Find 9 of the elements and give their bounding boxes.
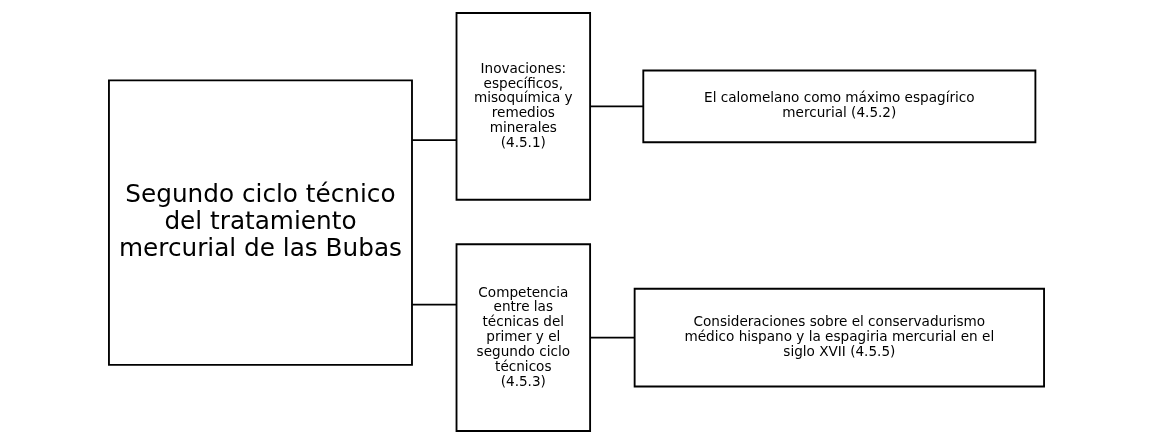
node-box: Competencia entre las técnicas del primer y el segundo ciclo técnicos (4.5.3) (455, 243, 591, 432)
node-box: Segundo ciclo técnico del tratamiento mercurial de las Bubas (107, 79, 413, 366)
node-box: Inovaciones: específicos, misoquímica y remedios minerales (4.5.1) (455, 12, 591, 201)
connector (588, 105, 644, 108)
connector (588, 336, 635, 339)
connector (410, 139, 457, 141)
connector (410, 303, 457, 306)
node-box: El calomelano como máximo espagírico mercurial (4.5.2) (641, 69, 1036, 144)
node-box: Consideraciones sobre el conservadurismo médico hispano y la espagiria mercurial en el siglo XVII (4.5.5) (633, 287, 1045, 388)
